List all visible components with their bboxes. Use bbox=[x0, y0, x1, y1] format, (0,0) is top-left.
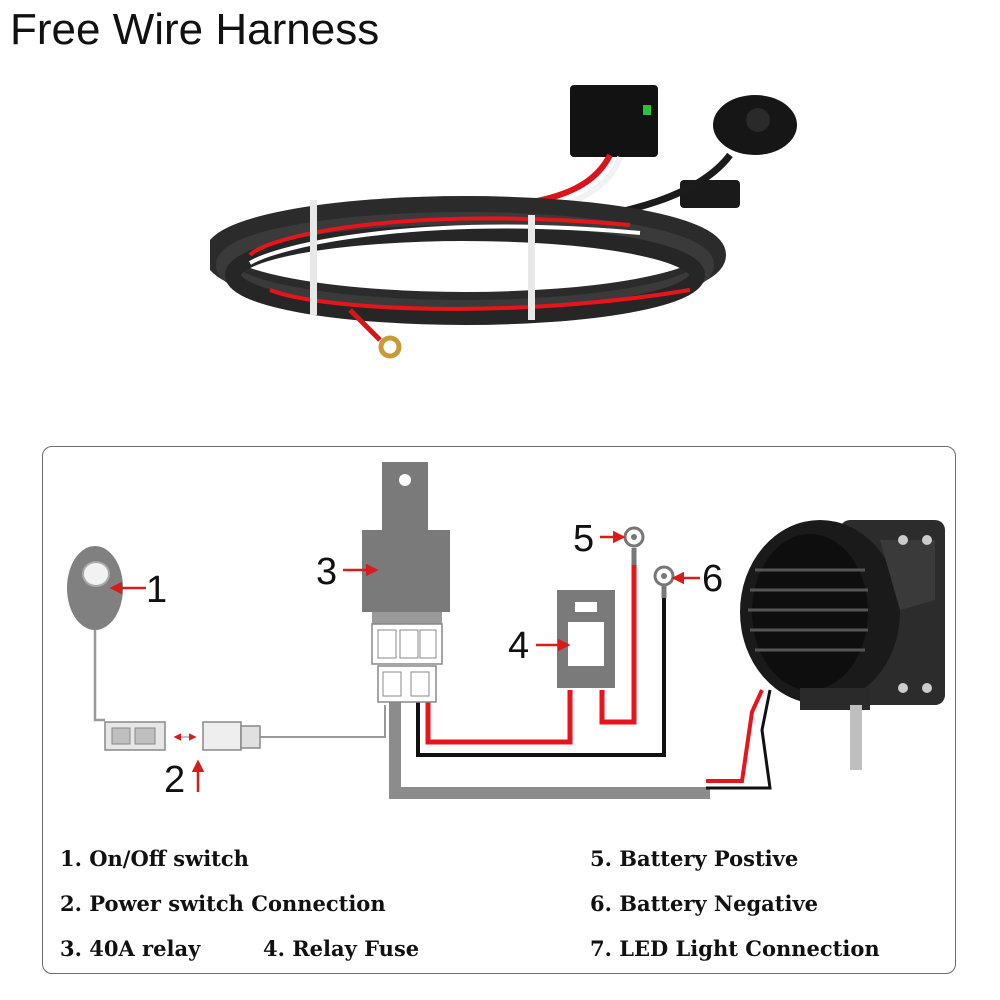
battery-positive-terminal bbox=[623, 526, 645, 565]
battery-negative-terminal bbox=[653, 565, 675, 598]
legend-item-2: 2. Power switch Connection bbox=[60, 891, 386, 916]
red-wire-fuse-battery bbox=[599, 565, 637, 725]
callout-5: 5 bbox=[573, 518, 594, 560]
callout-4: 4 bbox=[508, 625, 529, 667]
legend-item-3: 3. 40A relay bbox=[60, 936, 201, 961]
legend-item-5: 5. Battery Postive bbox=[590, 846, 799, 871]
callout-2: 2 bbox=[164, 759, 185, 801]
switch-connector-male bbox=[104, 721, 166, 751]
relay-drawing bbox=[362, 462, 450, 703]
page-title: Free Wire Harness bbox=[10, 5, 380, 54]
relay-box-image bbox=[570, 85, 658, 157]
fuse-drawing bbox=[557, 590, 615, 688]
black-wire-negative bbox=[416, 598, 666, 757]
switch-connector-female bbox=[202, 721, 261, 751]
red-wire-relay-fuse bbox=[425, 690, 573, 745]
switch-cable bbox=[93, 630, 105, 722]
legend-item-7: 7. LED Light Connection bbox=[590, 936, 880, 961]
callout-1: 1 bbox=[146, 569, 167, 611]
harness-sheath bbox=[389, 700, 710, 799]
legend-item-1: 1. On/Off switch bbox=[60, 846, 249, 871]
on-off-switch-drawing bbox=[67, 546, 123, 630]
red-wire-light bbox=[706, 689, 764, 783]
wire-harness-photo bbox=[210, 85, 797, 359]
led-light-drawing bbox=[740, 520, 945, 770]
callout-3: 3 bbox=[316, 551, 337, 593]
legend-item-4: 4. Relay Fuse bbox=[263, 936, 420, 961]
callout-6: 6 bbox=[702, 558, 723, 600]
legend-item-6: 6. Battery Negative bbox=[590, 891, 819, 916]
